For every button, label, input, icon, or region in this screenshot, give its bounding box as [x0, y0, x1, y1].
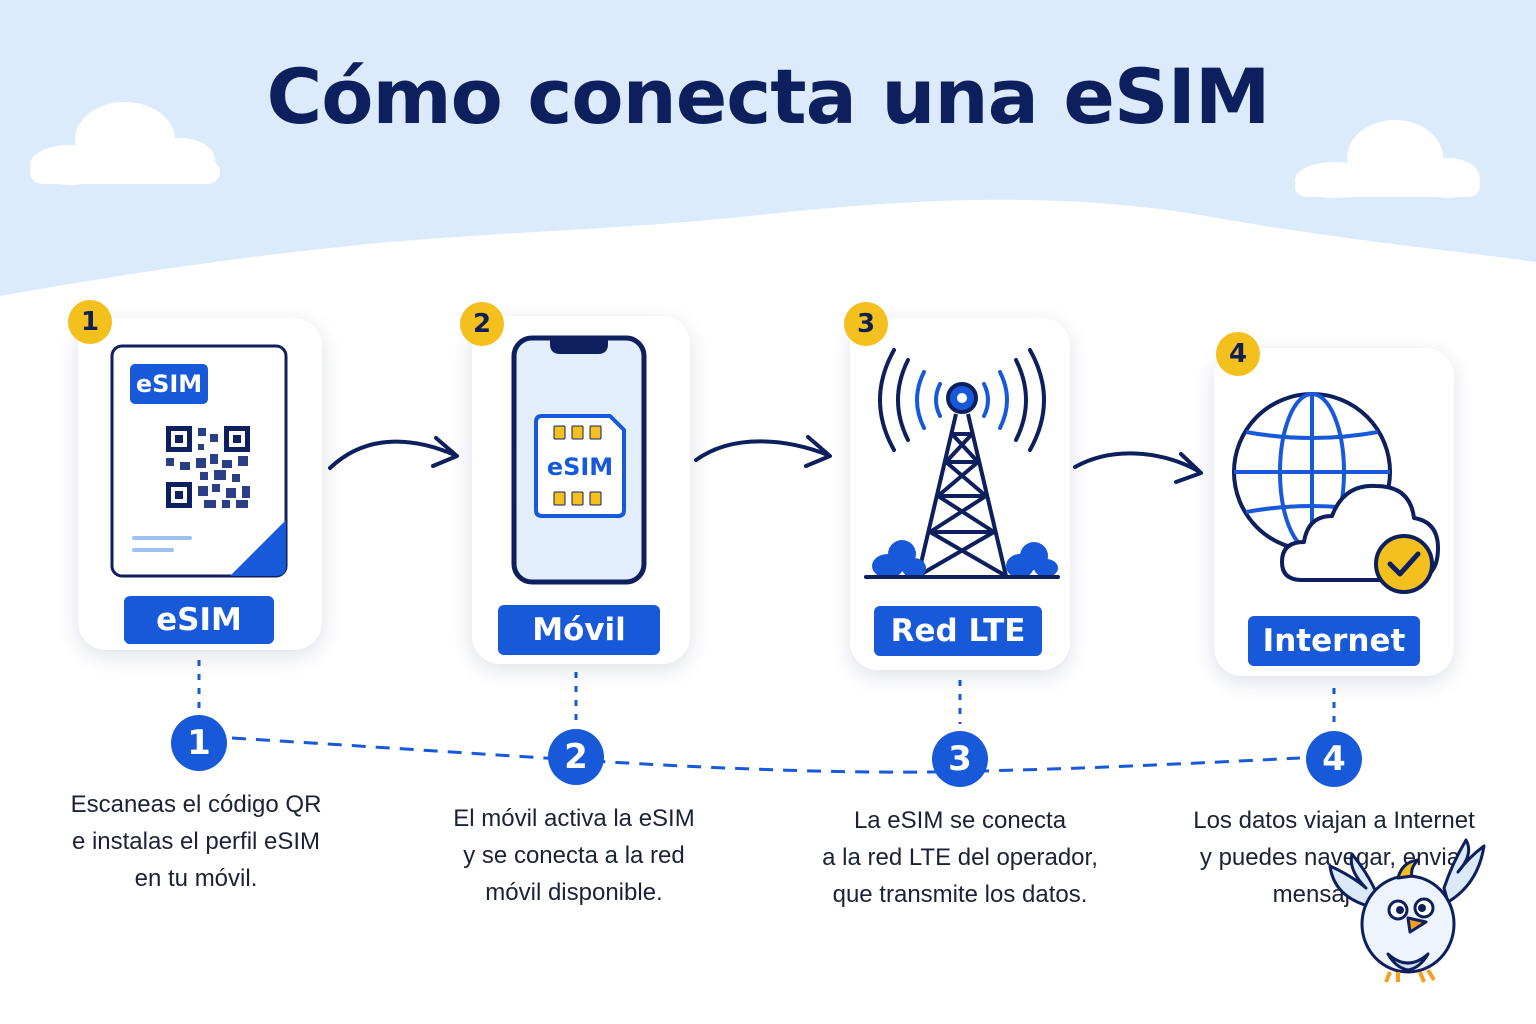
timeline-step-1: 1 [171, 715, 227, 771]
description-line: y se conecta a la red [463, 842, 685, 869]
cell-tower-icon [864, 348, 1060, 579]
step-label-internet: Internet [1248, 616, 1420, 666]
step-badge-1: 1 [68, 300, 112, 344]
step-badge-2: 2 [460, 302, 504, 346]
page-title: Cómo conecta una eSIM [266, 52, 1270, 141]
description-line: a la red LTE del operador, [822, 844, 1098, 871]
description-line: El móvil activa la eSIM [453, 805, 695, 832]
description-line: móvil disponible. [485, 879, 663, 906]
step-4-description: Los datos viajan a Internet y puedes nav… [1164, 802, 1504, 913]
step-label-esim: eSIM [124, 596, 274, 644]
description-line: La eSIM se conecta [853, 807, 1067, 834]
timeline-step-4: 4 [1306, 731, 1362, 787]
cloud-right-icon [1295, 120, 1480, 198]
bird-mascot-icon [1328, 838, 1486, 983]
description-line: que transmite los datos. [832, 881, 1088, 908]
description-line: e instalas el perfil eSIM [71, 828, 321, 855]
step-label-movil: Móvil [498, 605, 660, 655]
timeline-step-2: 2 [548, 729, 604, 785]
description-line: en tu móvil. [134, 865, 258, 892]
cloud-left-icon [30, 102, 220, 185]
description-line: Escaneas el código QR [70, 791, 322, 818]
step-1-description: Escaneas el código QR e instalas el perf… [26, 786, 366, 897]
smartphone-icon [511, 335, 647, 585]
sim-chip-label: eSIM [546, 453, 614, 481]
globe-cloud-check-icon [1232, 392, 1440, 594]
esim-card-tag: eSIM [135, 370, 203, 398]
esim-qr-card-icon [110, 344, 288, 578]
step-badge-3: 3 [844, 302, 888, 346]
description-line: Los datos viajan a Internet [1193, 807, 1475, 834]
step-badge-4: 4 [1216, 332, 1260, 376]
step-3-description: La eSIM se conecta a la red LTE del oper… [790, 802, 1130, 913]
step-label-red-lte: Red LTE [874, 606, 1042, 656]
timeline-step-3: 3 [932, 731, 988, 787]
step-2-description: El móvil activa la eSIM y se conecta a l… [404, 800, 744, 911]
